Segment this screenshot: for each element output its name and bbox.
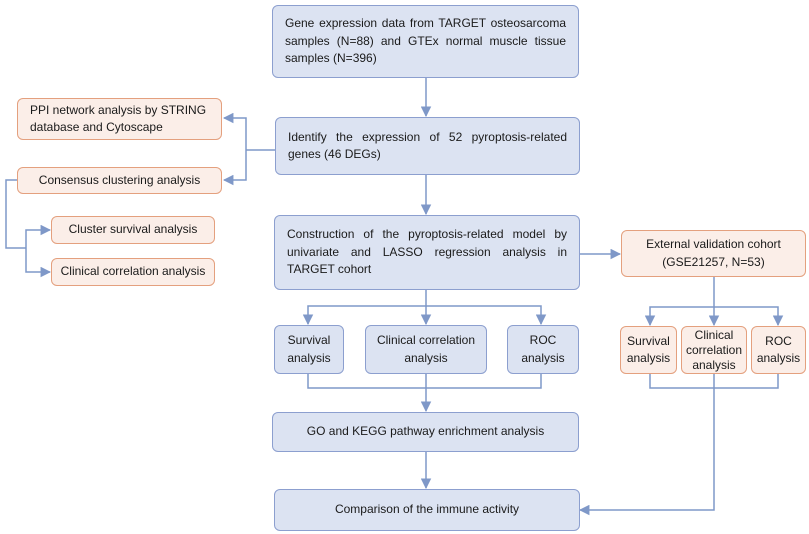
clinical-correlation-text: Clinical correlation analysis xyxy=(376,333,476,365)
ext-clinical-text: Clinical correlation analysis xyxy=(685,327,743,372)
roc-analysis-box: ROC analysis xyxy=(507,325,579,374)
arrow-ext-to-immune xyxy=(578,374,715,516)
ppi-network-text: PPI network analysis by STRING database … xyxy=(30,102,207,134)
arrow-to-ppi xyxy=(222,112,247,150)
connector-consensus-down xyxy=(5,179,26,249)
cluster-survival-text: Cluster survival analysis xyxy=(68,222,198,237)
ext-survival-text: Survival analysis xyxy=(626,333,671,365)
ppi-network-box: PPI network analysis by STRING database … xyxy=(17,98,222,140)
consensus-clustering-text: Consensus clustering analysis xyxy=(38,172,201,187)
arrow-to-cluster-clinical xyxy=(25,248,52,278)
arrow-to-consensus xyxy=(222,150,247,186)
external-validation-box: External validation cohort (GSE21257, N=… xyxy=(621,230,806,277)
connector-merge-analyses xyxy=(307,374,542,389)
immune-activity-text: Comparison of the immune activity xyxy=(334,502,520,517)
clinical-correlation-box: Clinical correlation analysis xyxy=(365,325,487,374)
arrow-to-ext-roc xyxy=(714,306,784,327)
cluster-clinical-box: Clinical correlation analysis xyxy=(51,258,215,286)
immune-activity-box: Comparison of the immune activity xyxy=(274,489,580,531)
cluster-clinical-text: Clinical correlation analysis xyxy=(60,264,206,279)
arrow-to-cluster-survival xyxy=(25,224,52,248)
identify-expression-box: Identify the expression of 52 pyroptosis… xyxy=(275,117,580,175)
ext-clinical-box: Clinical correlation analysis xyxy=(681,326,747,374)
ext-roc-text: ROC analysis xyxy=(756,333,801,365)
roc-analysis-text: ROC analysis xyxy=(521,333,565,365)
go-kegg-box: GO and KEGG pathway enrichment analysis xyxy=(272,412,579,452)
go-kegg-text: GO and KEGG pathway enrichment analysis xyxy=(306,424,545,439)
ext-survival-box: Survival analysis xyxy=(620,326,677,374)
external-validation-text: External validation cohort (GSE21257, N=… xyxy=(646,237,781,269)
arrow-to-roc xyxy=(426,305,547,326)
ext-roc-box: ROC analysis xyxy=(751,326,806,374)
gene-expression-text: Gene expression data from TARGET osteosa… xyxy=(285,16,566,66)
survival-analysis-text: Survival analysis xyxy=(287,333,331,365)
gene-expression-box: Gene expression data from TARGET osteosa… xyxy=(272,5,579,78)
construction-model-text: Construction of the pyroptosis-related m… xyxy=(287,227,567,277)
connector-external-split xyxy=(644,277,715,327)
identify-expression-text: Identify the expression of 52 pyroptosis… xyxy=(288,129,567,161)
connector-construction-split xyxy=(302,290,427,326)
consensus-clustering-box: Consensus clustering analysis xyxy=(17,167,222,194)
cluster-survival-box: Cluster survival analysis xyxy=(51,216,215,244)
construction-model-box: Construction of the pyroptosis-related m… xyxy=(274,215,580,290)
survival-analysis-box: Survival analysis xyxy=(274,325,344,374)
